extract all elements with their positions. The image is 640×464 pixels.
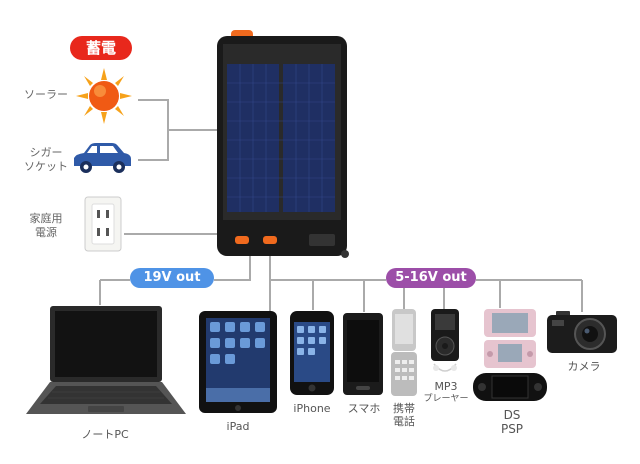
output-19v-badge: 19V out <box>130 268 214 288</box>
device-label-smartphone: スマホ <box>336 402 392 415</box>
device-label-laptop-line1: ノートPC <box>81 428 129 441</box>
solar-charger-icon <box>217 30 349 258</box>
source-label-car: シガー ソケット <box>18 146 74 174</box>
output-5-16v-badge: 5-16V out <box>386 268 476 288</box>
source-label-home: 家庭用 電源 <box>18 212 74 240</box>
sun-icon <box>76 68 132 124</box>
device-label-ds-psp-line2: PSP <box>500 422 524 436</box>
device-label-mobile-phone-line2: 電話 <box>393 415 415 428</box>
device-label-ds-psp: DS PSP <box>484 408 540 436</box>
wall-outlet-icon <box>84 196 122 252</box>
device-label-ipad: iPad <box>210 420 266 433</box>
device-label-mp3-line2: プレーヤー <box>423 394 469 404</box>
psp-icon <box>473 373 547 401</box>
car-icon <box>74 143 131 173</box>
device-label-laptop: ノートPC <box>60 428 150 441</box>
smartphone-icon <box>343 313 383 395</box>
device-label-ds-psp-line1: DS <box>503 408 521 422</box>
source-label-car-line1: シガー <box>29 146 63 159</box>
device-label-camera: カメラ <box>554 360 614 373</box>
device-label-iphone-line1: iPhone <box>293 402 331 415</box>
camera-icon <box>547 311 617 353</box>
device-label-camera-line1: カメラ <box>567 360 601 373</box>
device-label-mp3-line1: MP3 <box>434 380 458 393</box>
device-label-mp3: MP3 プレーヤー <box>416 380 476 406</box>
device-label-iphone: iPhone <box>278 402 346 415</box>
source-label-solar: ソーラー <box>18 88 74 102</box>
device-label-mobile-phone-line1: 携帯 <box>393 402 415 415</box>
mp3-player-icon <box>431 309 459 372</box>
device-label-mobile-phone: 携帯 電話 <box>384 402 424 428</box>
storage-badge: 蓄電 <box>70 36 132 60</box>
flip-phone-icon <box>391 309 417 396</box>
device-label-ipad-line1: iPad <box>226 420 250 433</box>
ipad-icon <box>199 311 277 413</box>
source-label-home-line2: 電源 <box>35 226 57 239</box>
ds-icon <box>484 309 536 368</box>
source-label-solar-line1: ソーラー <box>24 88 68 101</box>
device-label-smartphone-line1: スマホ <box>347 402 381 415</box>
laptop-icon <box>26 306 186 414</box>
source-label-car-line2: ソケット <box>24 160 68 173</box>
source-label-home-line1: 家庭用 <box>29 212 63 225</box>
iphone-icon <box>290 311 334 395</box>
